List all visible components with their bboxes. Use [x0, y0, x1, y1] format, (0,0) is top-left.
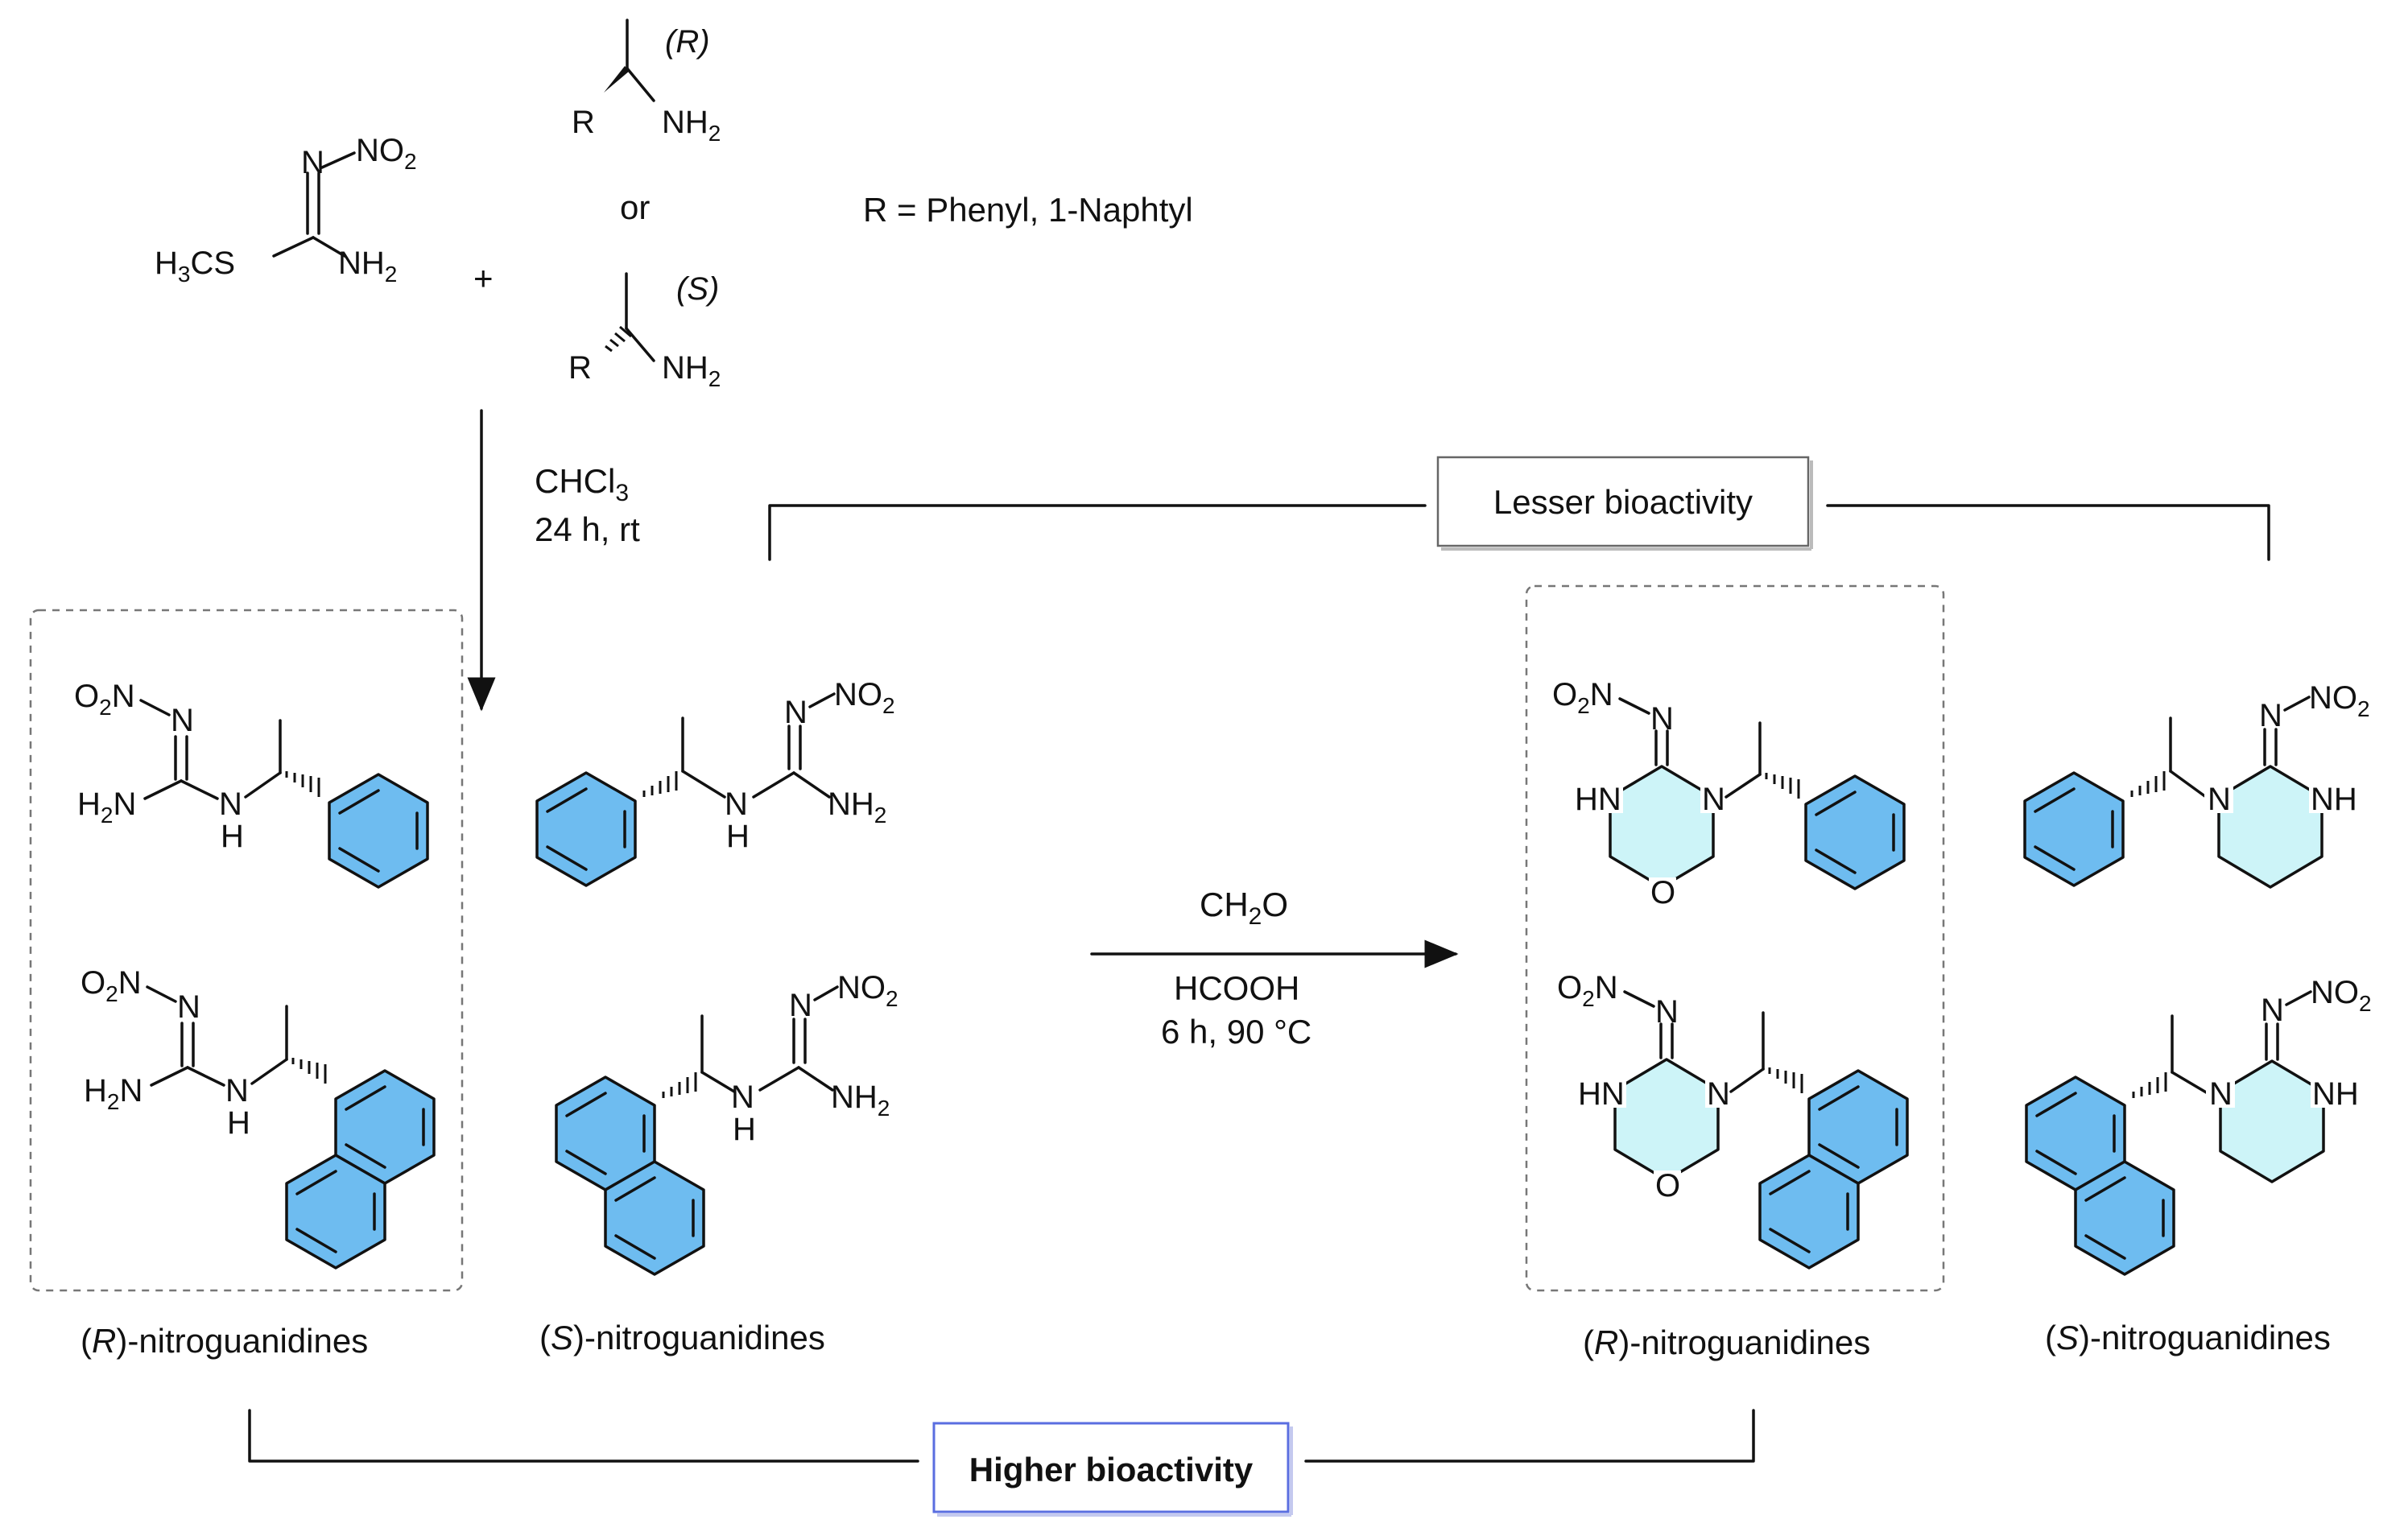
plus-sign: + — [473, 259, 494, 297]
s-naphthyl-tetrahydropyrimidine: N NH N NO2 — [2025, 975, 2372, 1276]
atom-n: N — [1650, 701, 1674, 737]
lesser-bioactivity-box — [1436, 456, 1810, 547]
atom-no2: NO2 — [2311, 975, 2372, 1016]
dashed-box-r-right — [1525, 584, 1945, 1292]
label-s-nitroguanidines-left: (S)-nitroguanidines — [539, 1319, 825, 1356]
hashed-bond — [605, 325, 632, 353]
label-r-nitroguanidines-left: (R)-nitroguanidines — [81, 1322, 368, 1360]
label-s-nitroguanidines-right: (S)-nitroguanidines — [2045, 1319, 2331, 1356]
atom-nh2: NH2 — [831, 1080, 890, 1121]
atom-n: N — [2261, 993, 2284, 1028]
atom-h: H — [726, 819, 750, 854]
or-text: or — [620, 188, 650, 226]
atom-nh2: NH2 — [662, 350, 721, 391]
step1-condition-time: 24 h, rt — [535, 510, 640, 548]
atom-n: N — [2208, 782, 2231, 817]
oxadiazinane-ring — [1609, 765, 1715, 889]
wedge-bond — [604, 66, 630, 93]
atom-o2n: O2N — [74, 679, 135, 720]
atom-n: N — [1655, 994, 1679, 1030]
atom-r: R — [568, 350, 592, 386]
atom-no2: NO2 — [356, 133, 417, 174]
atom-hn: HN — [1575, 782, 1621, 817]
s-phenyl-nitroguanidine: N H N NO2 NH2 — [535, 677, 895, 887]
stereo-label-s: (S) — [676, 271, 719, 307]
atom-nh2: NH2 — [828, 787, 886, 828]
s-naphthyl-nitroguanidine: N H N NO2 NH2 — [555, 970, 898, 1276]
r-amine: (R) R NH2 — [572, 19, 721, 146]
atom-n: N — [177, 989, 200, 1025]
atom-h: H — [227, 1105, 250, 1141]
r-phenyl-nitroguanidine: O2N N H2N N H — [74, 679, 429, 889]
s-phenyl-tetrahydropyrimidine: N NH N NO2 — [2023, 680, 2370, 889]
oxadiazinane-ring — [1613, 1058, 1720, 1182]
r-definition: R = Phenyl, 1-Naphtyl — [863, 191, 1193, 229]
r-naphthyl-oxadiazinane: HN N O N O2N — [1557, 970, 1909, 1270]
atom-o2n: O2N — [1557, 970, 1618, 1011]
s-amine: (S) R NH2 — [568, 271, 721, 391]
label-r-nitroguanidines-right: (R)-nitroguanidines — [1583, 1323, 1870, 1361]
atom-o: O — [1650, 875, 1675, 910]
atom-n: N — [1702, 782, 1725, 817]
step1-condition-solvent: CHCl3 — [535, 462, 629, 506]
atom-nh2: NH2 — [662, 105, 721, 146]
atom-r: R — [572, 105, 595, 140]
s-methylnitroisothiourea: N NO2 H3CS NH2 — [155, 133, 417, 287]
atom-h2n: H2N — [84, 1073, 143, 1114]
atom-o2n: O2N — [1552, 677, 1613, 718]
atom-h: H — [221, 819, 244, 854]
step2-condition-reagent: CH2O — [1200, 886, 1288, 930]
atom-nh: NH — [2312, 1076, 2359, 1112]
atom-n: N — [171, 703, 194, 738]
lesser-bioactivity-label: Lesser bioactivity — [1493, 483, 1753, 521]
atom-n: N — [301, 145, 324, 180]
atom-no2: NO2 — [834, 677, 895, 718]
stereo-label-r: (R) — [665, 24, 710, 60]
step2-condition-acid: HCOOH — [1174, 969, 1299, 1007]
atom-nh: N — [731, 1080, 754, 1115]
atom-n: N — [2259, 698, 2282, 733]
atom-nh: N — [725, 787, 748, 822]
atom-n: N — [789, 988, 812, 1023]
atom-h2n: H2N — [77, 787, 136, 828]
lesser-bioactivity-bracket: Lesser bioactivity — [768, 456, 2270, 561]
atom-nh: N — [225, 1073, 249, 1109]
tetrahydropyrimidine-ring — [2217, 765, 2323, 889]
higher-bioactivity-label: Higher bioactivity — [969, 1451, 1254, 1488]
r-naphthyl-nitroguanidine: O2N N H2N N H — [81, 965, 436, 1270]
atom-o: O — [1655, 1168, 1680, 1204]
atom-h: H — [733, 1112, 756, 1147]
atom-n: N — [2209, 1076, 2233, 1112]
higher-bioactivity-box — [932, 1422, 1290, 1513]
dashed-box-r-left — [29, 609, 464, 1292]
atom-no2: NO2 — [2309, 680, 2370, 721]
atom-nh: NH — [2311, 782, 2357, 817]
atom-nh: N — [219, 787, 242, 822]
r-phenyl-oxadiazinane: HN N O N O2N — [1552, 677, 1906, 910]
higher-bioactivity-bracket: Higher bioactivity — [248, 1409, 1755, 1517]
step2-condition-time: 6 h, 90 °C — [1161, 1013, 1311, 1051]
atom-h3cs: H3CS — [155, 246, 235, 287]
atom-hn: HN — [1578, 1076, 1625, 1112]
atom-o2n: O2N — [81, 965, 142, 1006]
atom-n: N — [784, 695, 808, 730]
atom-nh2: NH2 — [338, 246, 397, 287]
atom-n: N — [1707, 1076, 1730, 1112]
atom-no2: NO2 — [837, 970, 898, 1011]
tetrahydropyrimidine-ring — [2219, 1059, 2325, 1183]
